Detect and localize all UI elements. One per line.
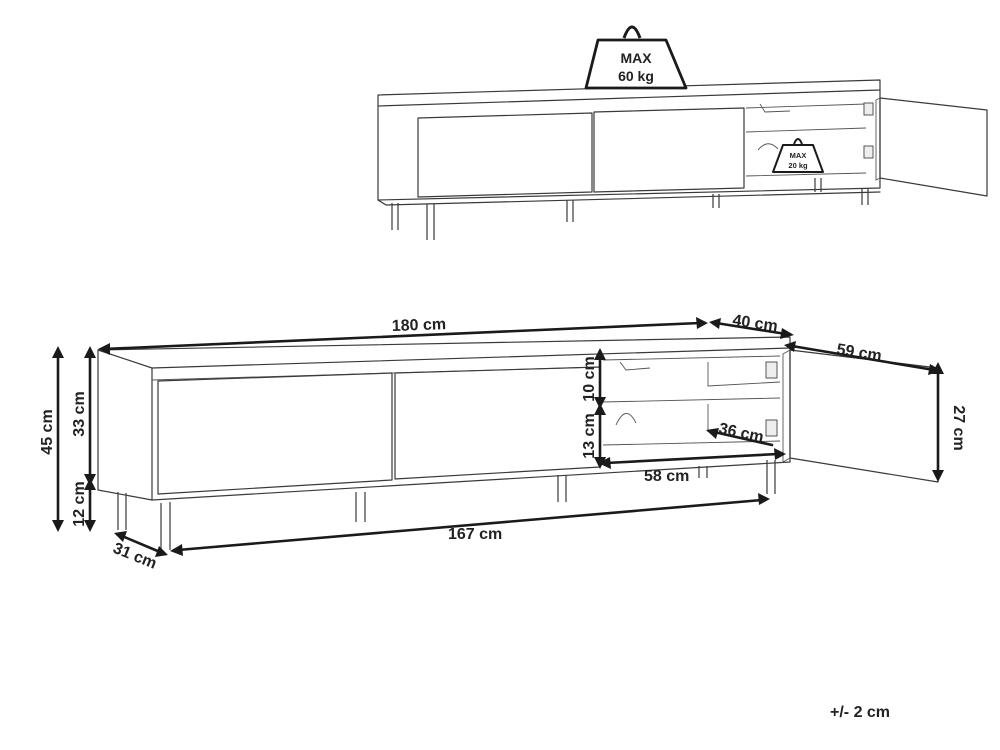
dim-door-width-label: 59 cm — [835, 341, 882, 365]
dim-door-height-label: 27 cm — [950, 405, 967, 450]
weight-20kg-icon: MAX 20 kg — [772, 138, 824, 173]
dim-leg-span-label: 167 cm — [448, 526, 502, 543]
weight-20kg-line2: 20 kg — [788, 161, 808, 170]
weight-60kg-line2: 60 kg — [618, 68, 654, 84]
dim-compartment-lower-label: 13 cm — [581, 413, 598, 458]
dim-leg-depth-label: 31 cm — [111, 540, 159, 573]
dim-body-height-label: 33 cm — [71, 391, 88, 436]
dim-width-label: 180 cm — [392, 316, 447, 335]
dimension-arrowheads — [52, 317, 944, 557]
weight-60kg-icon: MAX 60 kg — [584, 25, 688, 90]
top-illustration — [377, 79, 988, 240]
weight-60kg-line1: MAX — [620, 50, 652, 66]
main-illustration — [97, 336, 939, 550]
dimension-lines — [56, 321, 940, 554]
dim-total-height-label: 45 cm — [39, 409, 56, 454]
dim-compartment-upper-label: 10 cm — [581, 356, 598, 401]
tolerance-note: +/- 2 cm — [830, 704, 890, 721]
dim-depth-label: 40 cm — [731, 312, 778, 335]
dim-inner-width-label: 58 cm — [644, 468, 689, 485]
weight-20kg-line1: MAX — [790, 151, 807, 160]
dim-leg-height-label: 12 cm — [71, 481, 88, 526]
